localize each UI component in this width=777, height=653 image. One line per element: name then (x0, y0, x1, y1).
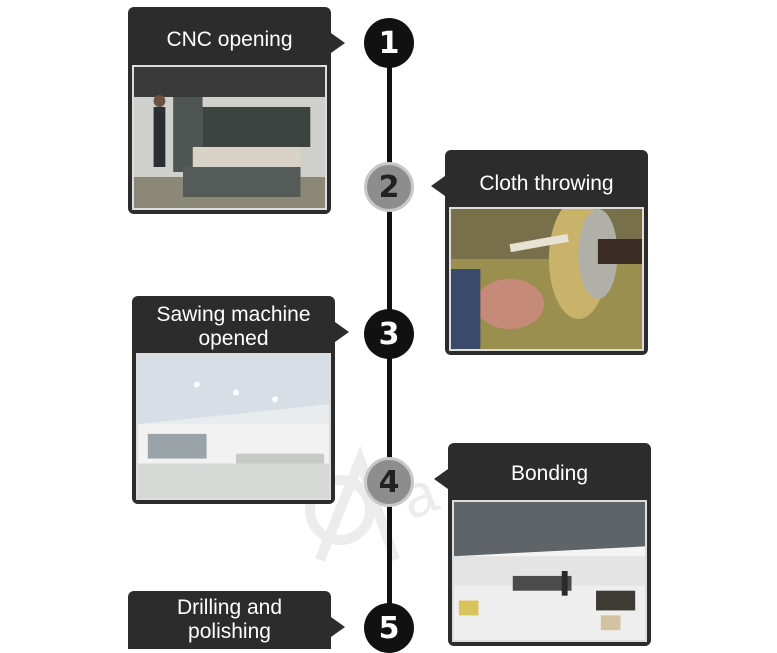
step-4-label: Bonding (510, 462, 589, 485)
sawing-workshop-photo (136, 353, 331, 500)
step-1-marker: 1 (364, 18, 414, 68)
step-1-pointer (331, 33, 345, 53)
step-5-card: Drilling and polishing (128, 591, 331, 649)
step-2-label: Cloth throwing (479, 172, 614, 195)
step-5-marker: 5 (364, 603, 414, 653)
step-1-card: CNC opening (128, 7, 331, 214)
step-4-marker: 4 (364, 457, 414, 507)
step-5-label: Drilling and polishing (176, 596, 283, 643)
cnc-machine-photo (132, 65, 327, 210)
step-1-label: CNC opening (166, 28, 293, 51)
step-3-label: Sawing machine opened (156, 303, 311, 350)
step-3-pointer (335, 322, 349, 342)
step-2-marker: 2 (364, 162, 414, 212)
step-2-pointer (431, 176, 445, 196)
step-3-marker: 3 (364, 309, 414, 359)
bonding-workshop-photo (452, 500, 647, 642)
step-4-pointer (434, 469, 448, 489)
cloth-polishing-photo (449, 207, 644, 351)
step-3-card: Sawing machine opened (132, 296, 335, 504)
step-2-card: Cloth throwing (445, 150, 648, 355)
step-5-pointer (331, 617, 345, 637)
step-4-card: Bonding (448, 443, 651, 646)
